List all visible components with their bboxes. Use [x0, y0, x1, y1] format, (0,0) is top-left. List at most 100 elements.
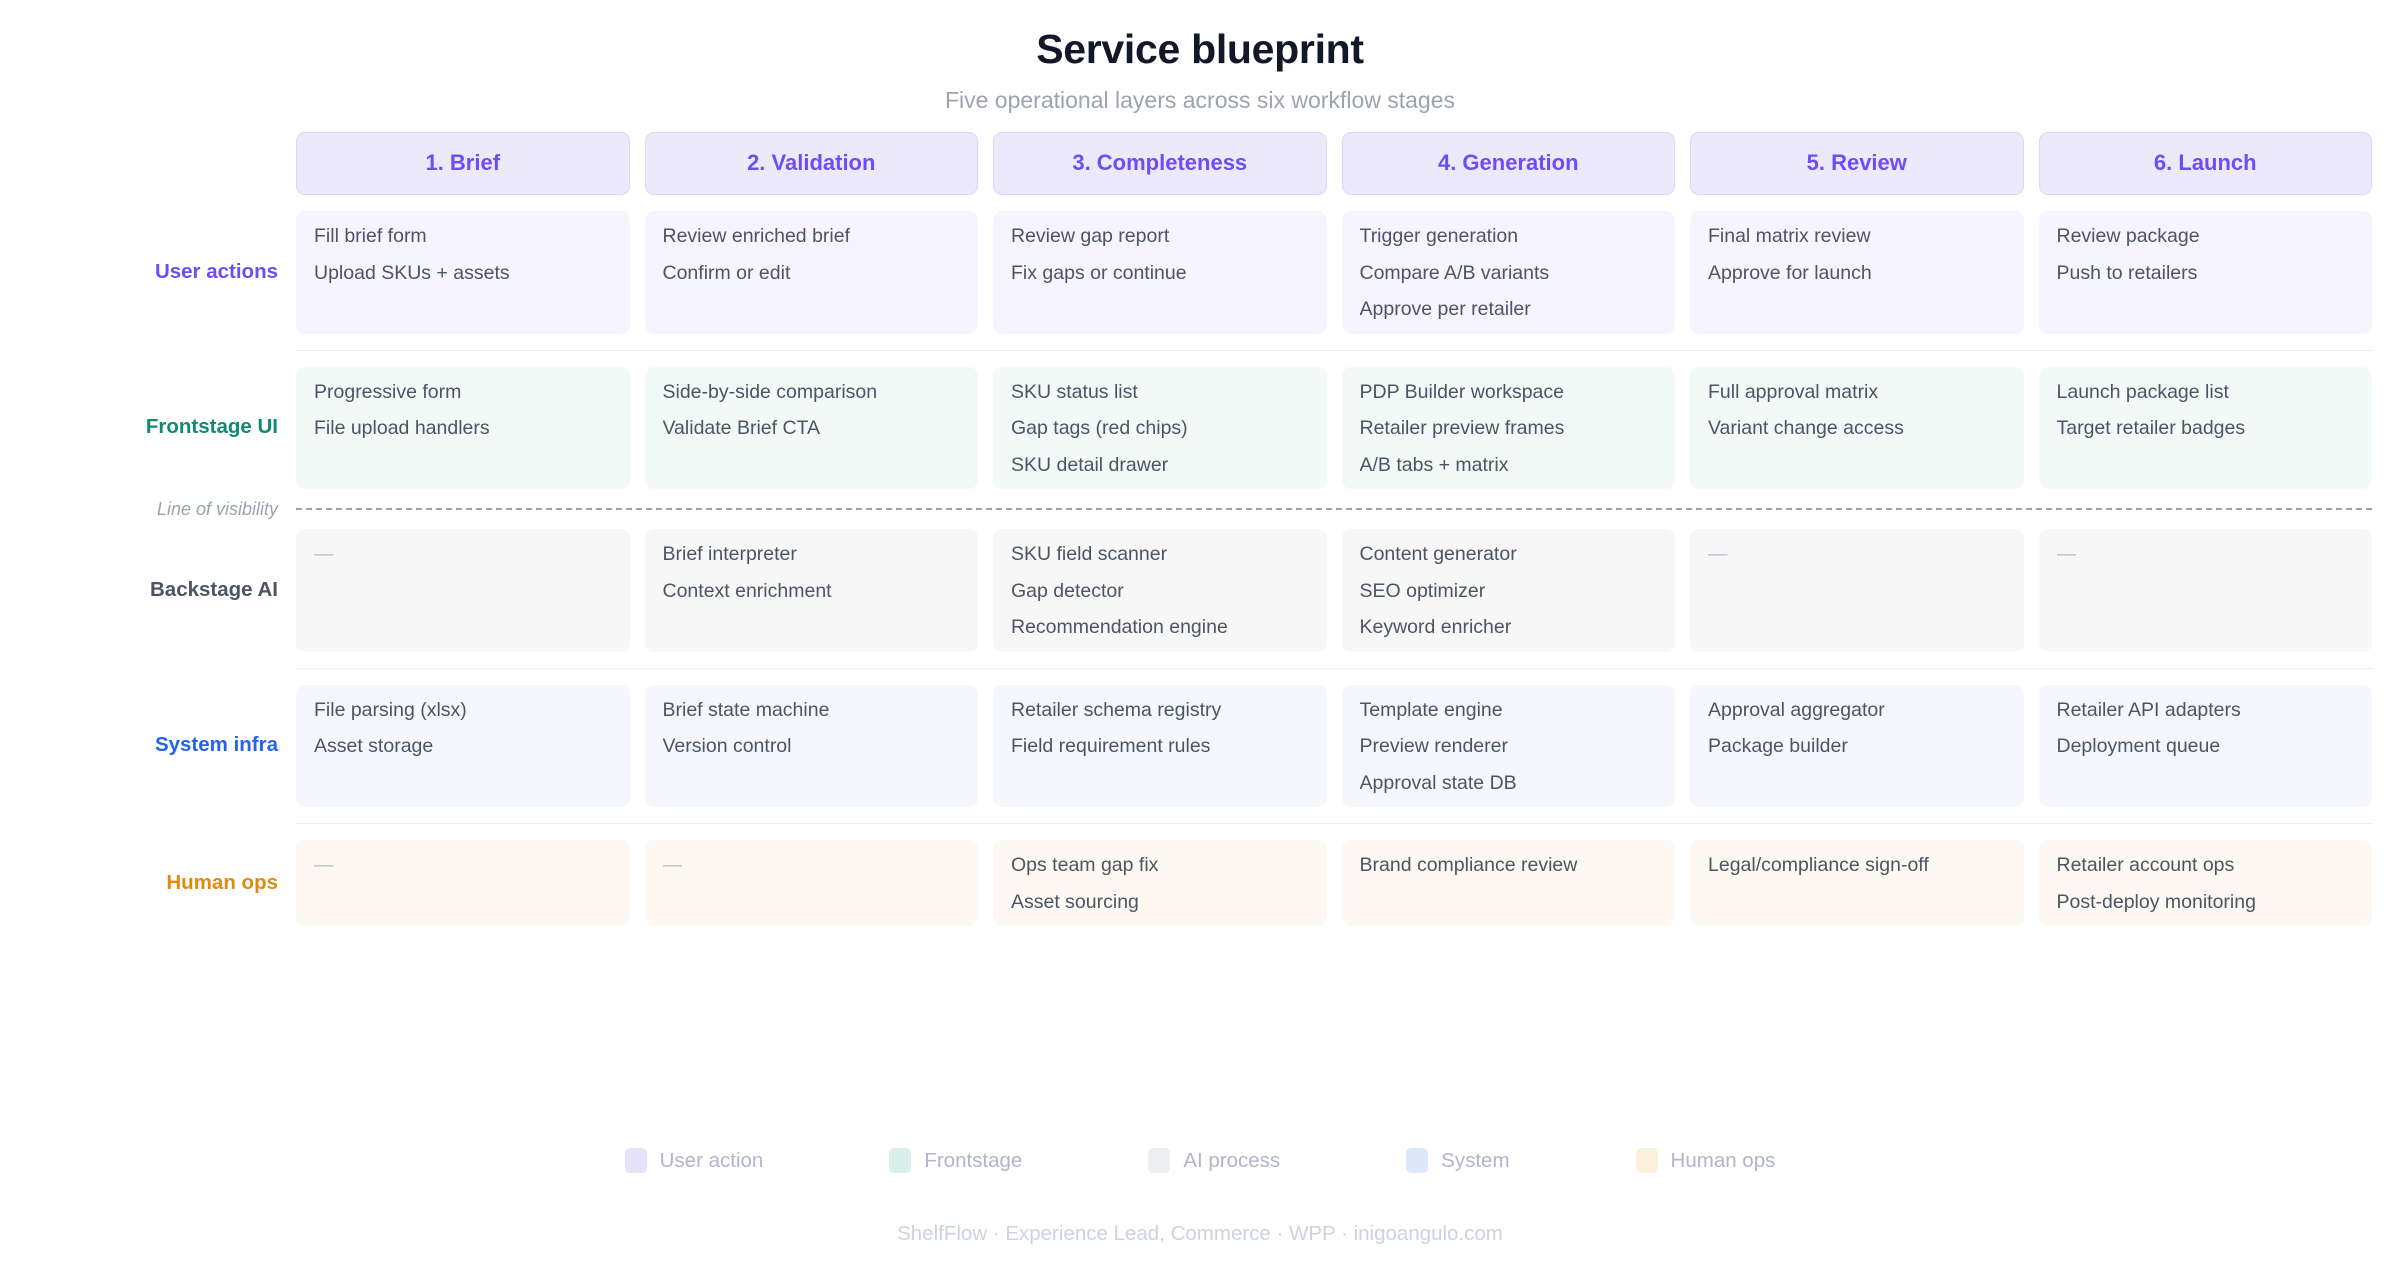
cell-system-brief[interactable]: File parsing (xlsx) Asset storage	[296, 684, 630, 807]
page-header: Service blueprint Five operational layer…	[0, 0, 2400, 115]
row-separator-1	[296, 349, 2372, 351]
list-item: Approve for launch	[1708, 263, 1872, 283]
row-gap-2	[0, 351, 2400, 367]
list-item: Retailer API adapters	[2056, 700, 2241, 720]
row-label-human-ops-text: Human ops	[166, 870, 278, 894]
list-item: Retailer preview frames	[1359, 419, 1565, 439]
list-item: Gap detector	[1011, 581, 1124, 601]
list-item: File parsing (xlsx)	[314, 700, 467, 720]
row-gap-1	[0, 334, 2400, 350]
cell-backstage-ai-launch[interactable]: —	[2038, 529, 2372, 652]
line-of-visibility-dashes	[296, 508, 2372, 510]
list-item: Confirm or edit	[662, 263, 791, 283]
cell-frontstage-completeness[interactable]: SKU status list Gap tags (red chips) SKU…	[993, 366, 1327, 489]
cell-system-generation[interactable]: Template engine Preview renderer Approva…	[1341, 684, 1675, 807]
list-item: Deployment queue	[2056, 737, 2221, 757]
cell-user-actions-validation[interactable]: Review enriched brief Confirm or edit	[644, 211, 978, 334]
list-item: Review package	[2056, 227, 2200, 247]
list-item: Retailer account ops	[2056, 856, 2235, 876]
layer-row-system-infra: System infra File parsing (xlsx) Asset s…	[0, 684, 2400, 807]
row-label-user-actions: User actions	[0, 211, 296, 334]
row-separator-3	[296, 823, 2372, 824]
cell-human-ops-launch[interactable]: Retailer account ops Post-deploy monitor…	[2038, 840, 2372, 926]
layer-row-user-actions: User actions Fill brief form Upload SKUs…	[0, 211, 2400, 334]
row-label-backstage-ai-text: Backstage AI	[150, 577, 278, 601]
list-item: Ops team gap fix	[1011, 856, 1159, 876]
list-item: File upload handlers	[314, 419, 490, 439]
list-item: Package builder	[1708, 737, 1848, 757]
cell-user-actions-review[interactable]: Final matrix review Approve for launch	[1690, 211, 2024, 334]
legend-swatch-frontstage	[889, 1148, 912, 1173]
legend-label-human-ops: Human ops	[1670, 1148, 1776, 1172]
list-item: Full approval matrix	[1708, 382, 1879, 402]
blueprint-board: 1. Brief 2. Validation 3. Completeness 4…	[0, 132, 2400, 926]
cell-backstage-ai-review[interactable]: —	[1690, 529, 2024, 652]
cell-user-actions-launch[interactable]: Review package Push to retailers	[2038, 211, 2372, 334]
cell-system-validation[interactable]: Brief state machine Version control	[644, 684, 978, 807]
cell-frontstage-generation[interactable]: PDP Builder workspace Retailer preview f…	[1341, 366, 1675, 489]
list-item: Context enrichment	[662, 581, 832, 601]
list-item: Progressive form	[314, 382, 462, 402]
list-item: Fix gaps or continue	[1011, 263, 1187, 283]
cell-frontstage-review[interactable]: Full approval matrix Variant change acce…	[1690, 366, 2024, 489]
cell-user-actions-brief[interactable]: Fill brief form Upload SKUs + assets	[296, 211, 630, 334]
list-item: Review gap report	[1011, 227, 1170, 247]
legend: User action Frontstage AI process System…	[0, 1148, 2400, 1173]
cell-backstage-ai-generation[interactable]: Content generator SEO optimizer Keyword …	[1341, 529, 1675, 652]
cell-frontstage-launch[interactable]: Launch package list Target retailer badg…	[2038, 366, 2372, 489]
cell-backstage-ai-completeness[interactable]: SKU field scanner Gap detector Recommend…	[993, 529, 1327, 652]
layer-row-backstage-ai: Backstage AI — Brief interpreter Context…	[0, 529, 2400, 652]
line-of-visibility-label: Line of visibility	[156, 498, 278, 519]
row-label-backstage-ai: Backstage AI	[0, 529, 296, 652]
list-item: A/B tabs + matrix	[1359, 455, 1509, 475]
list-item: SKU detail drawer	[1011, 455, 1169, 475]
list-item-empty: —	[1708, 545, 1728, 565]
stage-header-3[interactable]: 3. Completeness	[993, 132, 1327, 195]
cell-system-review[interactable]: Approval aggregator Package builder	[1690, 684, 2024, 807]
list-item: Upload SKUs + assets	[314, 263, 510, 283]
row-cells-frontstage-ui: Progressive form File upload handlers Si…	[296, 366, 2400, 489]
cell-user-actions-completeness[interactable]: Review gap report Fix gaps or continue	[993, 211, 1327, 334]
list-item: Fill brief form	[314, 227, 427, 247]
list-item: Template engine	[1359, 700, 1503, 720]
list-item: Approval aggregator	[1708, 700, 1885, 720]
cell-frontstage-brief[interactable]: Progressive form File upload handlers	[296, 366, 630, 489]
legend-item-human-ops: Human ops	[1635, 1148, 1776, 1173]
list-item: SKU field scanner	[1011, 545, 1168, 565]
list-item: Content generator	[1359, 545, 1517, 565]
list-item: Asset sourcing	[1011, 892, 1139, 912]
cell-user-actions-generation[interactable]: Trigger generation Compare A/B variants …	[1341, 211, 1675, 334]
stage-header-4[interactable]: 4. Generation	[1341, 132, 1675, 195]
legend-swatch-ai-process	[1148, 1148, 1171, 1173]
stage-header-2[interactable]: 2. Validation	[644, 132, 978, 195]
row-cells-backstage-ai: — Brief interpreter Context enrichment S…	[296, 529, 2400, 652]
list-item: Variant change access	[1708, 419, 1904, 439]
list-item: Validate Brief CTA	[662, 419, 821, 439]
row-label-system-infra-text: System infra	[154, 733, 278, 757]
list-item: Final matrix review	[1708, 227, 1871, 247]
list-item: Recommendation engine	[1011, 618, 1228, 638]
cell-human-ops-brief[interactable]: —	[296, 840, 630, 926]
layer-row-human-ops: Human ops — — Ops team gap fix Asset sou…	[0, 840, 2400, 926]
legend-item-frontstage: Frontstage	[889, 1148, 1022, 1173]
list-item-empty: —	[314, 545, 334, 565]
list-item: Launch package list	[2056, 382, 2229, 402]
cell-human-ops-generation[interactable]: Brand compliance review	[1341, 840, 1675, 926]
cell-human-ops-completeness[interactable]: Ops team gap fix Asset sourcing	[993, 840, 1327, 926]
stage-header-6[interactable]: 6. Launch	[2038, 132, 2372, 195]
cell-backstage-ai-brief[interactable]: —	[296, 529, 630, 652]
legend-swatch-human-ops	[1635, 1148, 1658, 1173]
stage-header-1[interactable]: 1. Brief	[296, 132, 630, 195]
stage-header-5[interactable]: 5. Review	[1690, 132, 2024, 195]
list-item: PDP Builder workspace	[1359, 382, 1564, 402]
row-cells-human-ops: — — Ops team gap fix Asset sourcing Bran…	[296, 840, 2400, 926]
layer-row-frontstage-ui: Frontstage UI Progressive form File uplo…	[0, 366, 2400, 489]
cell-backstage-ai-validation[interactable]: Brief interpreter Context enrichment	[644, 529, 978, 652]
cell-human-ops-validation[interactable]: —	[644, 840, 978, 926]
cell-system-completeness[interactable]: Retailer schema registry Field requireme…	[993, 684, 1327, 807]
legend-label-frontstage: Frontstage	[924, 1148, 1023, 1172]
cell-system-launch[interactable]: Retailer API adapters Deployment queue	[2038, 684, 2372, 807]
row-separator-2	[296, 667, 2372, 669]
cell-frontstage-validation[interactable]: Side-by-side comparison Validate Brief C…	[644, 366, 978, 489]
cell-human-ops-review[interactable]: Legal/compliance sign-off	[1690, 840, 2024, 926]
